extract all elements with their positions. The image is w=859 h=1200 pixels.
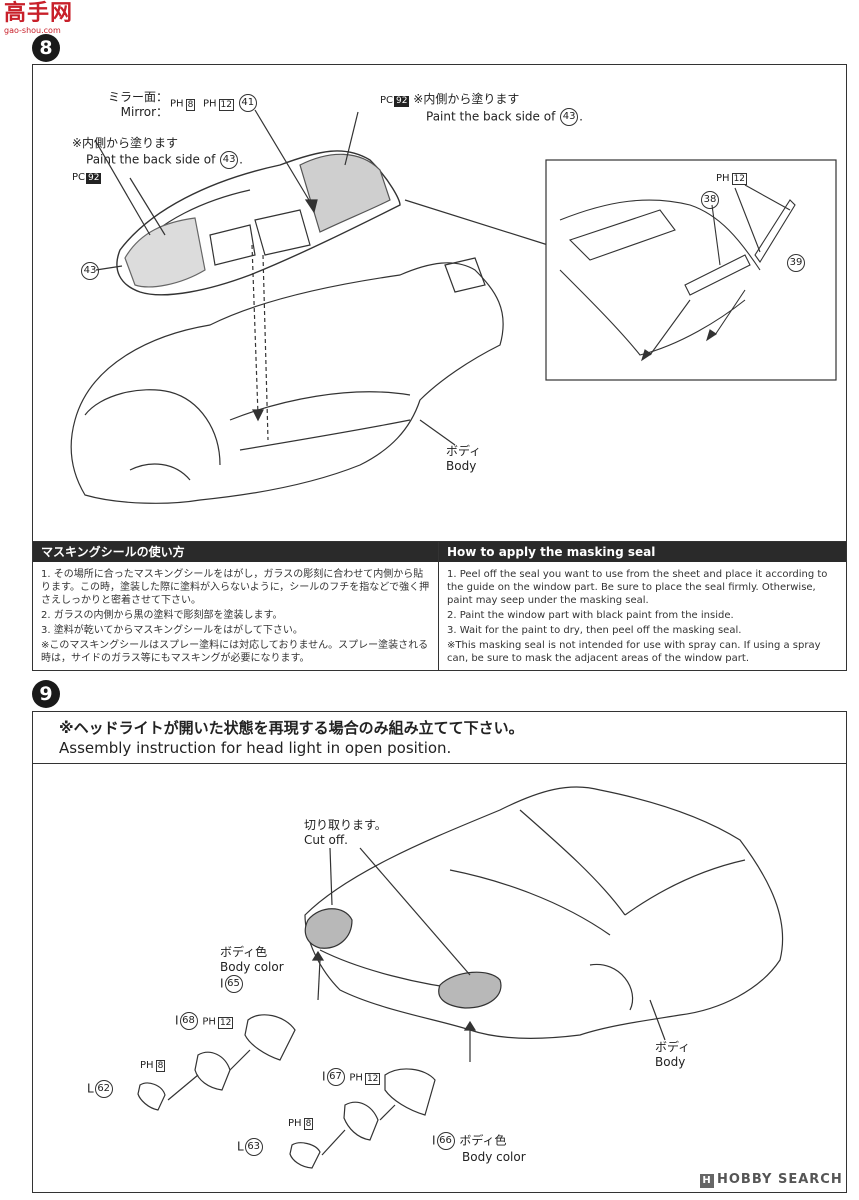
paint-number: 92 xyxy=(86,173,102,184)
part-39-callout: 39 xyxy=(786,254,806,272)
car-body-outline xyxy=(304,786,784,1039)
mirror-label-jp: ミラー面： xyxy=(108,90,169,104)
inset-box xyxy=(545,159,837,381)
masking-jp-section: マスキングシールの使い方 1. その場所に合ったマスキングシールをはがし，ガラス… xyxy=(33,541,438,670)
paint-number: 92 xyxy=(394,96,410,107)
hobby-search-logo-icon: H xyxy=(700,1174,714,1188)
masking-en-title: How to apply the masking seal xyxy=(439,542,846,562)
masking-jp-item: 1. その場所に合ったマスキングシールをはがし，ガラスの彫刻に合わせて内側から貼… xyxy=(41,569,430,606)
body-label: ボディ Body xyxy=(446,444,481,474)
paint-code-icon: P xyxy=(288,1118,295,1129)
mirror-label-en: Mirror： xyxy=(120,105,169,119)
masking-en-item: 1. Peel off the seal you want to use fro… xyxy=(447,569,828,606)
masking-jp-item: 2. ガラスの内側から黒の塗料で彫刻部を塗装します。 xyxy=(41,610,283,621)
part-number-65: 65 xyxy=(224,975,243,993)
logo-text: 高手网 xyxy=(4,1,74,26)
step-9-title-jp: ※ヘッドライトが開いた状態を再現する場合のみ組み立てて下さい。 xyxy=(59,719,524,737)
paint-code-icon: P xyxy=(202,1016,209,1028)
part-number-41: 41 xyxy=(238,94,257,112)
part-67 xyxy=(343,1101,379,1141)
masking-en-item: 2. Paint the window part with black pain… xyxy=(447,610,734,621)
part-62 xyxy=(137,1082,166,1111)
note-right-en: Paint the back side of xyxy=(426,109,556,124)
part-number-62: 62 xyxy=(94,1080,113,1098)
part-number-66: 66 xyxy=(436,1132,455,1150)
body-label-jp: ボディ xyxy=(446,444,482,458)
part-63 xyxy=(289,1142,321,1169)
paint-number: 12 xyxy=(731,173,748,185)
masking-en-note: ※This masking seal is not intended for u… xyxy=(447,640,821,664)
part-38-callout: 38 xyxy=(700,191,720,209)
paint-code-icon: P xyxy=(72,172,79,183)
part-number-43: 43 xyxy=(560,108,579,126)
paint-code-icon: P xyxy=(349,1072,356,1084)
masking-en-item: 3. Wait for the paint to dry, then peel … xyxy=(447,625,742,636)
step-9-title-en: Assembly instruction for head light in o… xyxy=(59,739,452,757)
step-9-panel xyxy=(32,711,847,1193)
body-outline xyxy=(70,262,504,504)
paint-code-icon: P xyxy=(380,95,387,106)
step9-body-label: ボディ Body xyxy=(655,1040,691,1069)
paint-number: 12 xyxy=(218,98,234,111)
cutoff-area-left xyxy=(304,908,353,949)
part-number-63: 63 xyxy=(244,1138,263,1156)
cutoff-area-right xyxy=(438,971,502,1009)
part-number-67: 67 xyxy=(326,1068,345,1086)
body-label-en: Body xyxy=(446,459,477,473)
note-left-jp: ※内側から塗ります xyxy=(72,136,179,150)
step-9-number: 9 xyxy=(32,680,60,708)
cutoff-label-en: Cut off. xyxy=(304,833,348,847)
note-right-jp: ※内側から塗ります xyxy=(413,92,520,106)
paint-code-icon: P xyxy=(170,98,177,110)
paint-code-icon: P xyxy=(202,98,209,110)
part-65 xyxy=(244,1014,296,1061)
cutoff-label-jp: 切り取ります。 xyxy=(304,818,387,832)
cutoff-label: 切り取ります。 Cut off. xyxy=(304,818,387,848)
masking-jp-item: 3. 塗料が乾いてからマスキングシールをはがして下さい。 xyxy=(41,625,303,636)
part-66 xyxy=(384,1068,436,1116)
paint-number: 8 xyxy=(185,98,196,111)
window-part-43 xyxy=(116,150,401,296)
part-number-68: 68 xyxy=(179,1012,198,1030)
part-number-43: 43 xyxy=(220,151,239,169)
part-43-callout: 43 xyxy=(80,262,100,280)
masking-jp-title: マスキングシールの使い方 xyxy=(33,542,438,562)
paint-code-icon: P xyxy=(716,173,723,184)
note-left-en: Paint the back side of xyxy=(86,152,216,167)
site-logo: 高手网 gao-shou.com xyxy=(4,2,84,36)
logo-sub: gao-shou.com xyxy=(4,26,61,35)
masking-en-section: How to apply the masking seal 1. Peel of… xyxy=(438,541,846,670)
masking-jp-note: ※このマスキングシールはスプレー塗料には対応しておりません。スプレー塗装される時… xyxy=(41,640,429,664)
step-8-panel xyxy=(32,64,847,671)
step-9-header: ※ヘッドライトが開いた状態を再現する場合のみ組み立てて下さい。 Assembly… xyxy=(33,712,846,764)
paint-code-icon: P xyxy=(140,1060,147,1071)
step-8-number: 8 xyxy=(32,34,60,62)
mirror-label: ミラー面： Mirror： xyxy=(108,90,168,120)
